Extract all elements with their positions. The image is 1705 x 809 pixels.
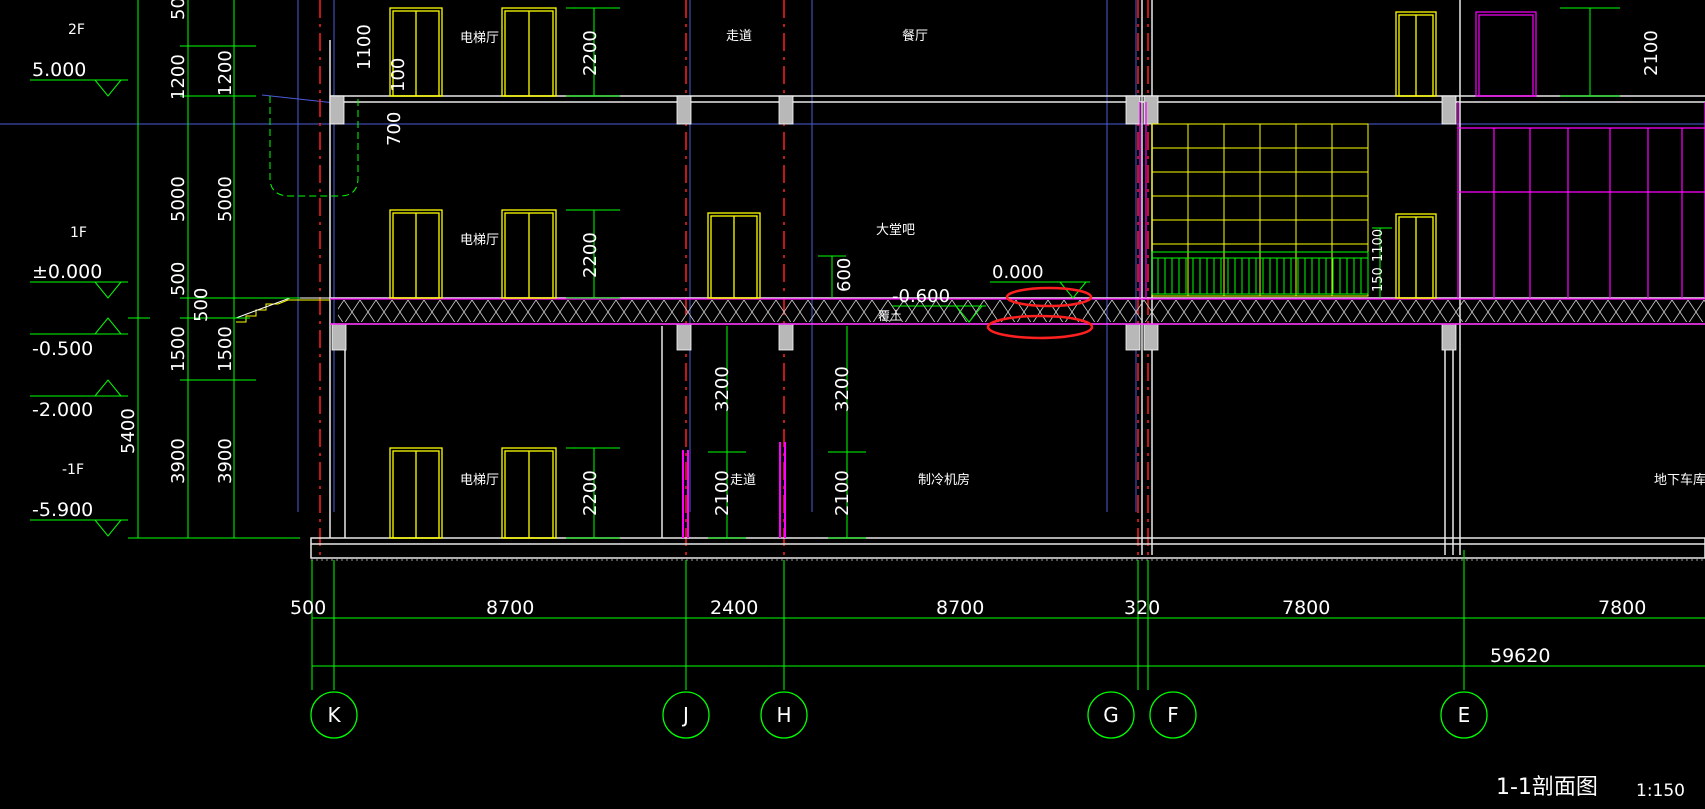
level-1f-label: 1F [70, 225, 87, 241]
dim-5400: 5400 [118, 408, 139, 454]
level-b1-elev: -5.900 [32, 499, 93, 521]
dim-3200-b: 3200 [832, 366, 853, 412]
axis-label-j: J [681, 703, 689, 727]
room-lobby-bar: 大堂吧 [876, 223, 915, 238]
axis-dim-2400: 2400 [710, 597, 758, 619]
dim-150: 150 [1371, 267, 1386, 292]
dim-700: 700 [384, 112, 405, 146]
dim-2100-a: 2100 [712, 470, 733, 516]
room-elevator-hall-2f: 电梯厅 [460, 31, 499, 46]
dim-l1-3900: 3900 [168, 438, 189, 484]
axis-bubbles [310, 691, 1488, 739]
blue-grid-lines [0, 0, 1705, 512]
mark-0000: 0.000 [992, 262, 1044, 283]
red-highlight-ellipses [986, 286, 1094, 340]
dim-3200-a: 3200 [712, 366, 733, 412]
dim-l2-3900: 3900 [215, 438, 236, 484]
room-elevator-hall-b1: 电梯厅 [460, 473, 499, 488]
dim-1100-small: 1100 [1371, 229, 1386, 262]
axis-label-g: G [1103, 703, 1119, 727]
dim-600: 600 [834, 258, 855, 292]
room-chiller: 制冷机房 [918, 472, 970, 488]
level-2f-label: 2F [68, 22, 85, 38]
dim-l1-50: 50 [168, 0, 189, 20]
magenta-slab-lines [330, 11, 1705, 538]
dim-1100: 1100 [354, 24, 375, 70]
label-soil: 覆土 [878, 309, 902, 323]
axis-dim-500: 500 [290, 597, 326, 619]
curtain-wall [1151, 123, 1369, 297]
dim-l2-500: 500 [191, 288, 212, 322]
ground-slab-hatch [338, 300, 1705, 322]
level-m2-elev: -2.000 [32, 399, 93, 421]
axis-dim-7800-a: 7800 [1282, 597, 1330, 619]
dim-l1-5000: 5000 [168, 176, 189, 222]
axis-label-h: H [776, 703, 791, 727]
room-corridor-b1: 走道 [730, 473, 756, 488]
level-1f-elev: ±0.000 [32, 261, 102, 283]
dim-2100-b: 2100 [832, 470, 853, 516]
axis-dim-8700-a: 8700 [486, 597, 534, 619]
room-elevator-hall-1f: 电梯厅 [460, 233, 499, 248]
dim-l1-500: 500 [168, 262, 189, 296]
mark-m0600: -0.600 [892, 286, 950, 307]
dashed-opening [269, 96, 359, 197]
room-corridor-2f: 走道 [726, 29, 752, 44]
drawing-title: 1-1剖面图 [1496, 775, 1598, 800]
level-m05-elev: -0.500 [32, 338, 93, 360]
level-b1-label: -1F [62, 462, 84, 478]
beams [329, 95, 1457, 351]
dim-l2-1500: 1500 [215, 326, 236, 372]
room-garage: 地下车库 [1654, 472, 1705, 488]
dim-door-2f: 2200 [580, 30, 601, 76]
axis-label-e: E [1458, 703, 1471, 727]
level-2f-elev: 5.000 [32, 59, 86, 81]
axis-dim-7800-b: 7800 [1598, 597, 1646, 619]
railing [1151, 251, 1369, 295]
dim-l1-1500: 1500 [168, 326, 189, 372]
axis-dim-320: 320 [1124, 597, 1160, 619]
axis-label-k: K [327, 703, 341, 727]
drawing-scale: 1:150 [1636, 781, 1685, 801]
axis-dim-total: 59620 [1490, 645, 1550, 667]
dim-l2-1200: 1200 [215, 50, 236, 96]
dim-l2-5000: 5000 [215, 176, 236, 222]
dim-l1-1200: 1200 [168, 54, 189, 100]
dim-door-1f: 2200 [580, 232, 601, 278]
room-restaurant-2f: 餐厅 [902, 28, 928, 44]
dim-100: 100 [388, 58, 409, 92]
doors [389, 7, 1437, 539]
dimension-lines [30, 0, 1705, 690]
axis-dim-8700-b: 8700 [936, 597, 984, 619]
axis-label-f: F [1167, 703, 1179, 727]
dim-door-b1: 2200 [580, 470, 601, 516]
dim-2100-right: 2100 [1641, 30, 1662, 76]
